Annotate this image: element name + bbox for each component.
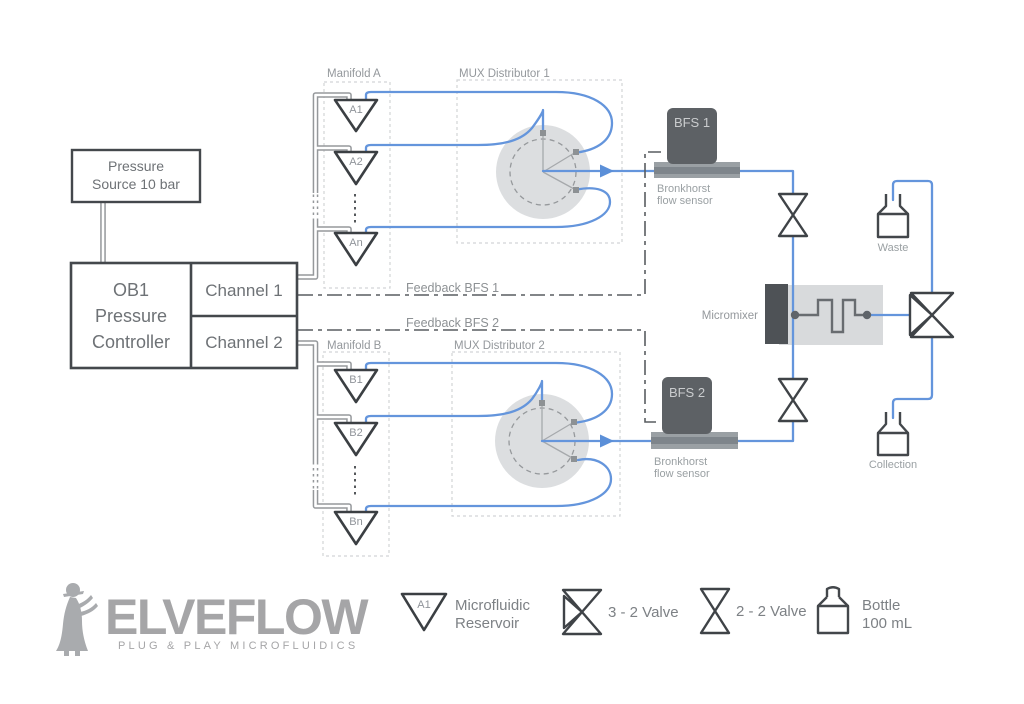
pressure-source-line1: Pressure <box>108 158 164 174</box>
legend-bottle-icon <box>816 586 850 635</box>
reservoir-bn-label: Bn <box>349 516 362 528</box>
manifold-a-reservoirs: A1 A2 An <box>333 98 379 267</box>
manifold-b-reservoirs: B1 B2 Bn <box>333 368 379 546</box>
flow-arrow-2 <box>600 434 614 448</box>
elveflow-logo-text: ELVEFLOW <box>105 589 369 645</box>
collection-label: Collection <box>869 459 917 471</box>
legend-valve22-label: 2 - 2 Valve <box>736 603 807 620</box>
legend-valve32-label: 3 - 2 Valve <box>608 604 679 621</box>
channel2-label: Channel 2 <box>205 333 283 352</box>
feedback-line-bfs2 <box>298 329 661 423</box>
legend: A1 Microfluidic Reservoir 3 - 2 Valve 2 … <box>400 586 912 636</box>
mux2-label: MUX Distributor 2 <box>454 340 545 352</box>
elveflow-logo-figure <box>56 583 98 656</box>
legend-reservoir-line1: Microfluidic <box>455 597 531 614</box>
reservoir-a1-label: A1 <box>349 104 362 116</box>
legend-bottle-line2: 100 mL <box>862 615 912 632</box>
channel1-label: Channel 1 <box>205 281 283 300</box>
feedback-bfs1-label: Feedback BFS 1 <box>406 281 499 295</box>
pneumatic-lines <box>100 92 352 511</box>
manifold-b-label: Manifold B <box>327 340 382 352</box>
legend-valve32-icon <box>561 588 603 636</box>
legend-reservoir-tag: A1 <box>417 599 430 611</box>
fluidic-lines <box>364 90 934 514</box>
pressure-source-line2: Source 10 bar <box>92 176 180 192</box>
reservoir-a2-label: A2 <box>349 156 362 168</box>
bfs2-caption-line2: flow sensor <box>654 468 710 480</box>
reservoir-b1-label: B1 <box>349 374 362 386</box>
mux2-box <box>451 351 621 517</box>
bfs1-caption-line1: Bronkhorst <box>657 183 710 195</box>
legend-reservoir-icon: A1 <box>400 592 448 632</box>
valve-32 <box>908 291 955 339</box>
bfs2-label: BFS 2 <box>669 385 705 400</box>
feedback-bfs2-label: Feedback BFS 2 <box>406 316 499 330</box>
ob1-line3: Controller <box>92 332 170 352</box>
valve-22-bottom <box>777 377 809 423</box>
elveflow-tagline: PLUG & PLAY MICROFLUIDICS <box>118 640 358 652</box>
ob1-line1: OB1 <box>113 280 149 300</box>
micromixer-label: Micromixer <box>702 310 758 322</box>
reservoir-b2-label: B2 <box>349 427 362 439</box>
elveflow-logo: ELVEFLOW PLUG & PLAY MICROFLUIDICS <box>56 583 371 656</box>
mux-port-dots <box>539 130 579 462</box>
manifold-a-box <box>323 81 391 289</box>
flow-arrow-1 <box>600 164 614 178</box>
bfs2-sensor: BFS 2 <box>651 377 738 449</box>
ob1-controller-box: OB1 Pressure Controller Channel 1 Channe… <box>69 261 299 370</box>
bfs1-label: BFS 1 <box>674 115 710 130</box>
valve-22-top <box>777 192 809 238</box>
micromixer-channel <box>790 298 872 334</box>
legend-reservoir-line2: Reservoir <box>455 615 519 632</box>
bfs1-caption-line2: flow sensor <box>657 195 713 207</box>
collection-bottle <box>876 412 910 457</box>
mux1-label: MUX Distributor 1 <box>459 68 550 80</box>
feedback-line-bfs1 <box>298 151 661 296</box>
waste-bottle <box>876 194 910 239</box>
legend-valve22-icon <box>699 587 731 635</box>
manifold-b-box <box>322 351 390 557</box>
pressure-source-box: Pressure Source 10 bar <box>70 148 202 204</box>
manifold-a-label: Manifold A <box>327 68 381 80</box>
mux1-box <box>456 79 623 244</box>
ob1-line2: Pressure <box>95 306 167 326</box>
bfs2-caption-line1: Bronkhorst <box>654 456 707 468</box>
legend-bottle-line1: Bottle <box>862 597 900 614</box>
waste-label: Waste <box>878 242 909 254</box>
bfs1-sensor: BFS 1 <box>654 108 740 178</box>
reservoir-an-label: An <box>349 237 362 249</box>
